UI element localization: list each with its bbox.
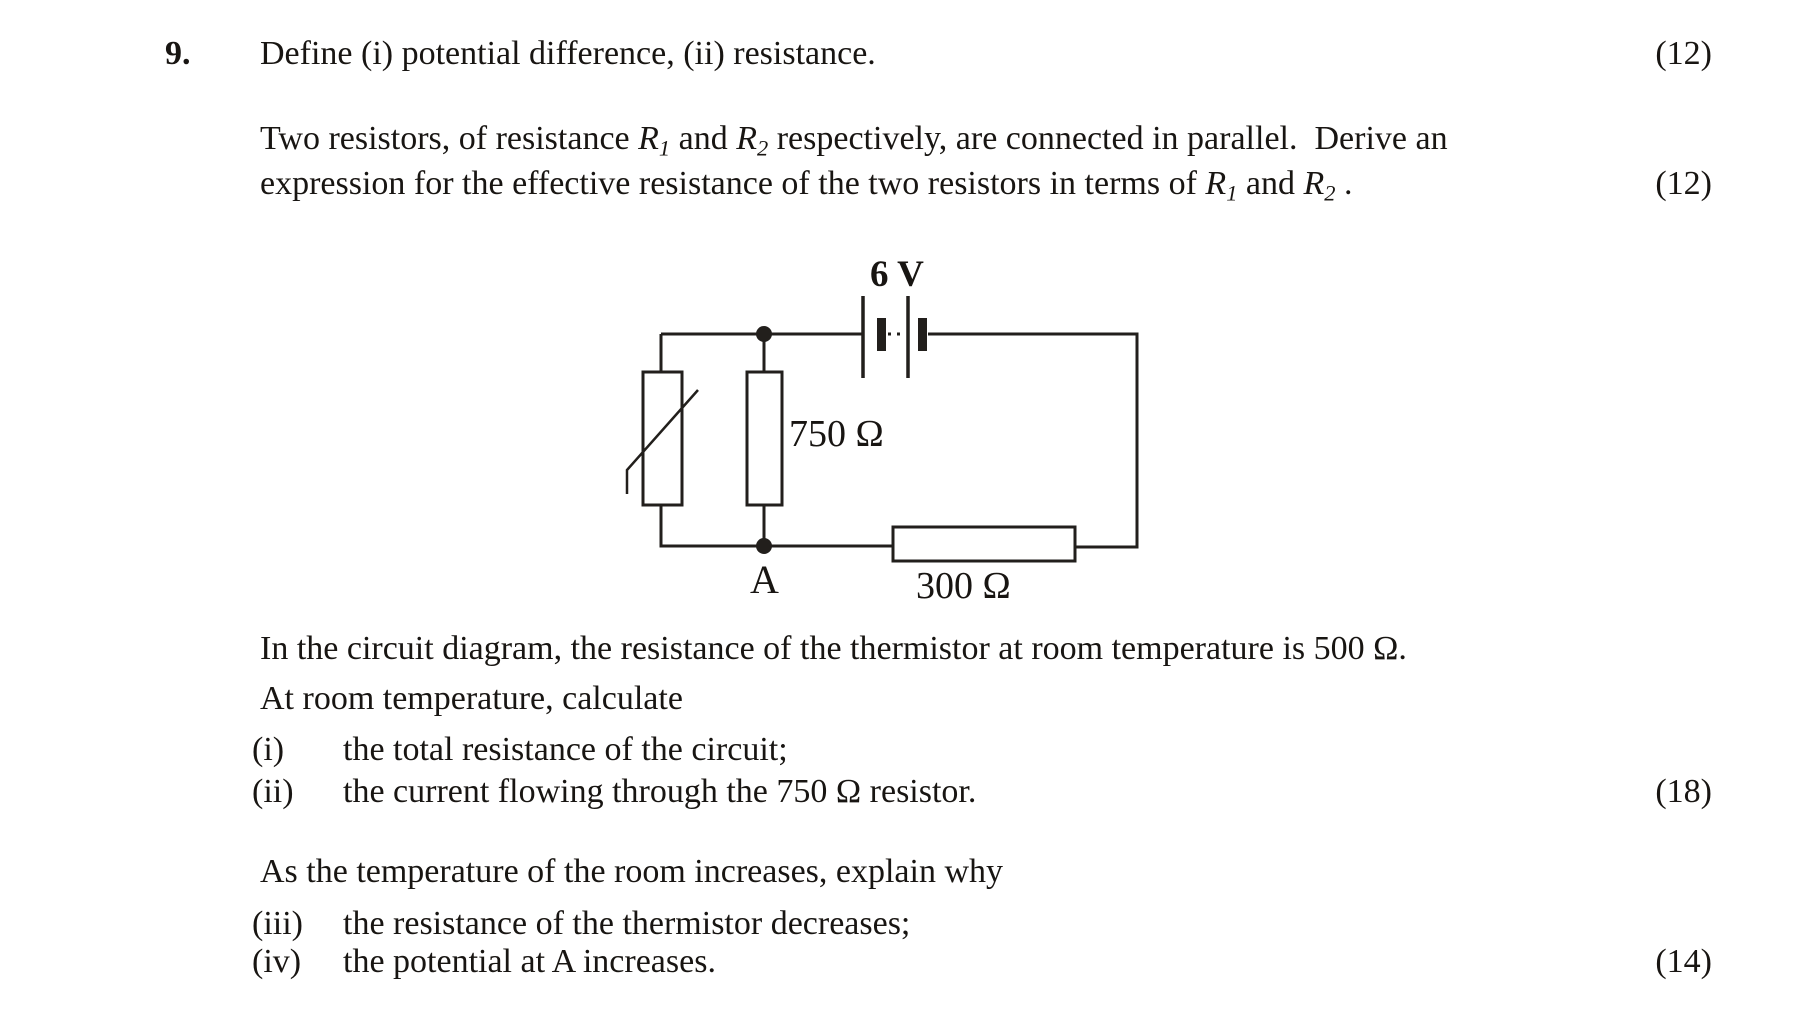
marks-derivation: (12) bbox=[1655, 165, 1712, 202]
explain-heading: As the temperature of the room increases… bbox=[260, 853, 1004, 890]
junction-dot-bottom bbox=[756, 538, 772, 554]
derivation-line-2: expression for the effective resistance … bbox=[260, 165, 1353, 206]
battery-plate-short-1 bbox=[877, 318, 886, 351]
analysis-intro: In the circuit diagram, the resistance o… bbox=[260, 630, 1407, 667]
thermistor-diagonal bbox=[625, 389, 699, 494]
derivation-line-1: Two resistors, of resistance R1 and R2 r… bbox=[260, 120, 1448, 161]
item-iv-text: the potential at A increases. bbox=[343, 943, 716, 980]
marks-calculate: (18) bbox=[1655, 773, 1712, 810]
item-iii-marker: (iii) bbox=[252, 905, 303, 942]
question-number: 9. bbox=[165, 35, 191, 72]
item-ii-text: the current flowing through the 750 Ω re… bbox=[343, 773, 977, 810]
wire-right bbox=[928, 332, 1139, 549]
battery-plate-short-2 bbox=[918, 318, 927, 351]
resistor-750-label: 750 Ω bbox=[789, 413, 884, 455]
wire-bottom-left bbox=[659, 334, 893, 548]
thermistor-body bbox=[641, 370, 684, 507]
item-ii-marker: (ii) bbox=[252, 773, 294, 810]
question-intro-text: Define (i) potential difference, (ii) re… bbox=[260, 35, 876, 72]
item-iii-text: the resistance of the thermistor decreas… bbox=[343, 905, 911, 942]
battery-voltage-label: 6 V bbox=[870, 254, 924, 295]
item-iv-marker: (iv) bbox=[252, 943, 302, 980]
resistor-300-label: 300 Ω bbox=[916, 565, 1011, 607]
marks-explain: (14) bbox=[1655, 943, 1712, 980]
node-a-label: A bbox=[750, 557, 779, 602]
item-i-text: the total resistance of the circuit; bbox=[343, 731, 788, 768]
resistor-750-body bbox=[745, 370, 784, 507]
calculate-heading: At room temperature, calculate bbox=[260, 680, 683, 717]
junction-dot-top bbox=[756, 326, 772, 342]
marks-intro: (12) bbox=[1655, 35, 1712, 72]
resistor-300-body bbox=[891, 525, 1077, 563]
item-i-marker: (i) bbox=[252, 731, 285, 768]
